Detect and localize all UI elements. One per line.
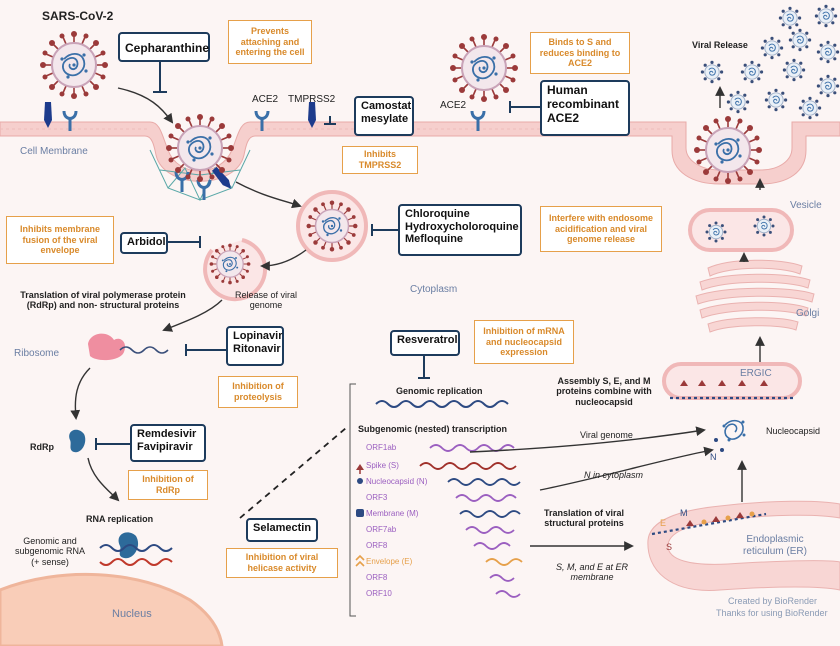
drug-arbidol: Arbidol [120, 232, 168, 254]
orf-label-orf1ab: ORF1ab [366, 443, 397, 452]
viral-release-label: Viral Release [692, 40, 748, 50]
orf-label-nucleocapsid: Nucleocapsid (N) [366, 477, 428, 486]
m-letter: M [680, 508, 688, 518]
drug-chloroquine: Chloroquine Hydroxycholoroquine Mefloqui… [398, 204, 522, 256]
ergic-label: ERGIC [740, 368, 772, 379]
genomic-rna-label: Genomic and subgenomic RNA (+ sense) [14, 536, 86, 567]
note-selamectin: Inhibition of viral helicase activity [226, 548, 338, 578]
orf-label-orf8b: ORF8 [366, 573, 388, 582]
orf-label-envelope: Envelope (E) [366, 557, 413, 566]
e-letter: E [660, 518, 667, 528]
n-cytoplasm-label: N in cytoplasm [584, 470, 644, 480]
genomic-replication-label: Genomic replication [396, 386, 483, 396]
nucleus-label: Nucleus [112, 608, 152, 620]
note-chloroquine: Interfere with endosome acidification an… [540, 206, 662, 252]
note-cepharanthine: Prevents attaching and entering the cell [228, 20, 312, 64]
cytoplasm-label: Cytoplasm [410, 284, 458, 295]
orf-label-orf3: ORF3 [366, 493, 388, 502]
virus-extracellular [39, 30, 109, 100]
note-remdesivir: Inhibition of RdRp [128, 470, 208, 500]
note-lopinavir: Inhibition of proteolysis [218, 376, 298, 408]
drug-human-ace2: Human recombinant ACE2 [540, 80, 630, 136]
sars-cov-2-label: SARS-CoV-2 [42, 9, 114, 23]
rdrp-label: RdRp [30, 442, 54, 452]
tmprss2-label: TMPRSS2 [288, 94, 336, 105]
credit-line-1: Created by BioRender [728, 596, 818, 606]
ace2-label-right: ACE2 [440, 100, 467, 111]
orf-label-spike: Spike (S) [366, 461, 399, 470]
ace2-label-left: ACE2 [252, 94, 279, 105]
er-label: Endoplasmic reticulum (ER) [743, 534, 807, 557]
note-camostat: Inhibits TMPRSS2 [342, 146, 418, 174]
drug-resveratrol: Resveratrol [390, 330, 460, 356]
orf-label-orf10: ORF10 [366, 589, 392, 598]
golgi-label: Golgi [796, 308, 820, 319]
n-letter: N [710, 452, 717, 462]
credit-line-2: Thanks for using BioRender [716, 608, 828, 618]
assembly-label: Assembly S, E, and M proteins combine wi… [556, 376, 652, 407]
ribosome-label: Ribosome [14, 348, 60, 359]
drug-cepharanthine: Cepharanthine [118, 32, 210, 62]
drug-selamectin: Selamectin [246, 518, 318, 542]
virus-ace2-bound [449, 33, 519, 103]
translation-structural-label: Translation of viral structural proteins [543, 508, 625, 529]
viral-genome-label: Viral genome [580, 430, 633, 440]
note-arbidol: Inhibits membrane fusion of the viral en… [6, 216, 114, 264]
sme-er-label: S, M, and E at ER membrane [555, 562, 629, 583]
vesicle-label: Vesicle [790, 200, 822, 211]
subgenomic-label: Subgenomic (nested) transcription [358, 424, 508, 434]
orf-label-orf7ab: ORF7ab [366, 525, 397, 534]
drug-remdesivir: Remdesivir Favipiravir [130, 424, 206, 462]
nucleocapsid-label: Nucleocapsid [766, 426, 821, 436]
note-resveratrol: Inhibition of mRNA and nucleocapsid expr… [474, 320, 574, 364]
virus-exiting [693, 115, 763, 185]
orf-label-orf8a: ORF8 [366, 541, 388, 550]
rna-replication-label: RNA replication [86, 514, 154, 524]
note-human-ace2: Binds to S and reduces binding to ACE2 [530, 32, 630, 74]
cell-membrane-label: Cell Membrane [20, 146, 88, 157]
drug-lopinavir: Lopinavir Ritonavir [226, 326, 284, 366]
drug-camostat: Camostat mesylate [354, 96, 414, 136]
s-letter: S [666, 542, 673, 552]
virus-entering [165, 113, 235, 183]
translation-label: Translation of viral polymerase protein … [20, 290, 186, 311]
release-genome-label: Release of viral genome [234, 290, 298, 311]
nucleocapsid-icon [721, 419, 747, 443]
orf-label-membrane: Membrane (M) [366, 509, 419, 518]
